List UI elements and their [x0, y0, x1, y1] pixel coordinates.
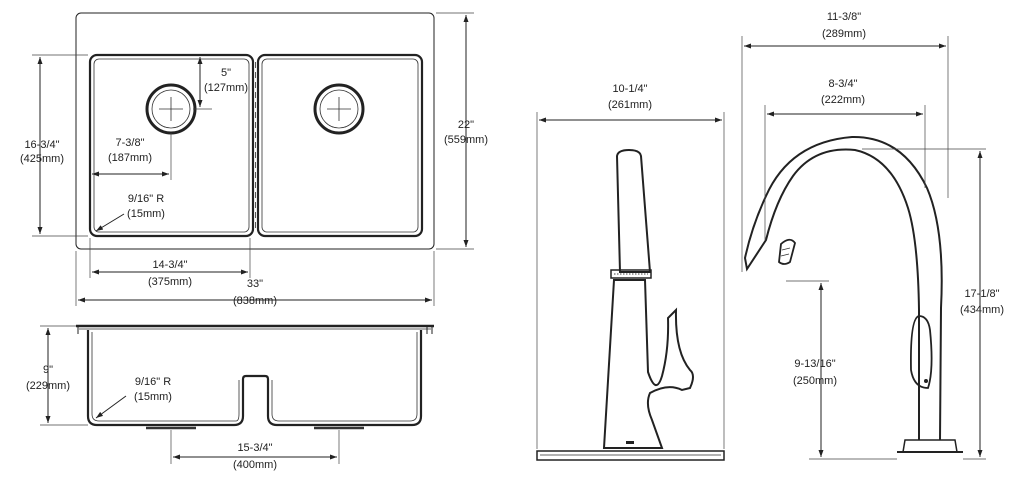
faucet-spray-face — [610, 269, 652, 279]
spout-height-imperial: 9-13/16" — [794, 358, 835, 370]
drain-from-back-metric: (127mm) — [204, 82, 248, 94]
overall-width-metric: (838mm) — [233, 295, 277, 307]
right-bowl-inner — [261, 58, 419, 233]
faucet-side-view: 11-3/8" (289mm) 8-3/4" (222mm) 17-1/8" (… — [741, 11, 1004, 460]
overall-depth-imperial: 22" — [458, 119, 474, 131]
faucet-deck-plate — [536, 450, 725, 461]
faucet-spray-head — [778, 238, 796, 265]
faucet-base-width-metric: (261mm) — [608, 99, 652, 111]
faucet-pull-down-head — [615, 148, 652, 273]
bowl-width-imperial: 14-3/4" — [152, 259, 187, 271]
faucet-side-handle — [910, 315, 933, 389]
faucet-base-width-imperial: 10-1/4" — [612, 83, 647, 95]
bowl-height-metric: (229mm) — [26, 380, 70, 392]
corner-radius-metric: (15mm) — [127, 208, 165, 220]
drain-from-back-imperial: 5" — [221, 67, 231, 79]
sink-side-view: 9" (229mm) 9/16" R (15mm) 15-3/4" (400mm… — [26, 324, 434, 471]
overall-reach-metric: (289mm) — [822, 28, 866, 40]
faucet-side-base — [902, 439, 958, 453]
overall-depth-metric: (559mm) — [444, 134, 488, 146]
spout-reach-metric: (222mm) — [821, 94, 865, 106]
sink-bowl-profile — [86, 330, 423, 427]
faucet-front-view: 10-1/4" (261mm) — [536, 83, 725, 461]
drain-from-side-imperial: 7-3/8" — [116, 137, 145, 149]
drain-spacing-imperial: 15-3/4" — [237, 442, 272, 454]
left-bowl-outline — [88, 53, 255, 238]
bowl-depth-imperial: 16-3/4" — [24, 139, 59, 151]
right-bowl-outline — [256, 53, 424, 238]
overall-height-imperial: 17-1/8" — [964, 288, 999, 300]
right-drain — [313, 83, 365, 135]
side-corner-radius-imperial: 9/16" R — [135, 376, 171, 388]
bowl-width-metric: (375mm) — [148, 276, 192, 288]
overall-height-metric: (434mm) — [960, 304, 1004, 316]
sink-rim-outline — [75, 12, 435, 250]
faucet-body-profile — [602, 279, 694, 449]
side-corner-radius-leader — [95, 395, 127, 419]
bowl-depth-metric: (425mm) — [20, 153, 64, 165]
overall-width-imperial: 33" — [247, 278, 263, 290]
overall-reach-imperial: 11-3/8" — [827, 11, 861, 23]
corner-radius-imperial: 9/16" R — [128, 193, 164, 205]
corner-radius-leader — [95, 213, 125, 232]
left-drain — [145, 83, 197, 135]
drain-spacing-metric: (400mm) — [233, 459, 277, 471]
sink-top-view: 22" (559mm) 16-3/4" (425mm) 5" (127mm) 7… — [20, 12, 488, 307]
spout-height-metric: (250mm) — [793, 375, 837, 387]
drain-from-side-metric: (187mm) — [108, 152, 152, 164]
left-bowl-inner — [93, 58, 250, 233]
side-corner-radius-metric: (15mm) — [134, 391, 172, 403]
faucet-spout-arc — [743, 135, 943, 441]
spout-reach-imperial: 8-3/4" — [829, 78, 858, 90]
bowl-height-imperial: 9" — [43, 364, 53, 376]
